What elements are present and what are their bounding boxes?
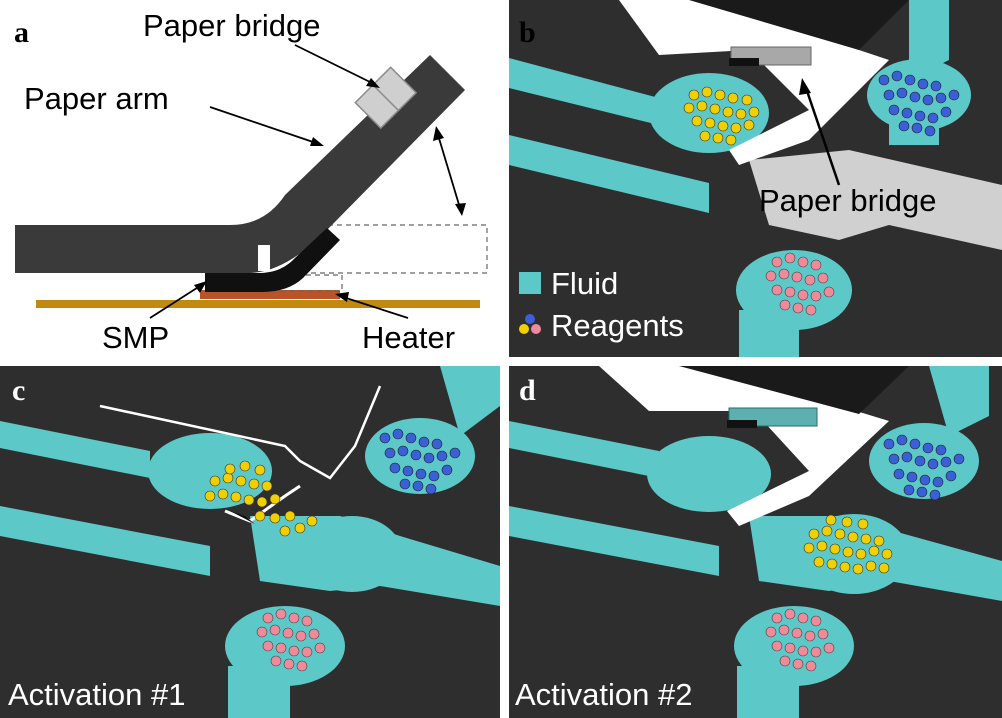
smp-alt-position [269,274,343,292]
panel-c-diagram [0,366,500,718]
leader-smp [149,285,201,319]
caption-activation-2: Activation #2 [515,677,693,712]
panel-a-diagram [15,44,488,319]
bridge-outline-c [99,385,382,480]
panel-a: a Paper bridge Paper arm SMP Heater [0,0,500,357]
reservoir-yellow-c [148,433,272,509]
reservoir-yellow [649,73,769,153]
panel-d-letter: d [519,374,536,407]
dots-yellow-c [204,460,318,537]
legend-reagent-yellow [519,324,529,334]
caption-activation-1: Activation #1 [8,677,186,712]
paper-arm-b [619,0,889,165]
heater-element [200,290,340,299]
dots-pink-c [256,608,326,672]
legend-reagent-pink [531,324,541,334]
fluid-channel-left-c [0,421,150,478]
label-paper-bridge-b: Paper bridge [759,183,937,218]
panel-b: b Paper bridge Fluid Reagents [509,0,1002,357]
label-smp: SMP [102,320,170,355]
fluid-channel-left [509,58,659,125]
label-heater: Heater [362,320,456,355]
reservoir-left-d [647,436,771,512]
paper-arm-d [599,366,889,526]
legend-reagent-blue [525,314,535,324]
legend-fluid-swatch [519,272,541,294]
motion-arrow [437,134,461,209]
panel-b-letter: b [519,16,536,49]
leader-bridge-b [804,87,841,186]
dots-blue-c [379,428,461,495]
dots-yellow-b [683,86,760,146]
paper-arm [15,55,465,273]
junction-area [749,150,1002,250]
panel-b-diagram [509,0,1002,357]
leader-arm [209,106,317,144]
panel-c: c Activation #1 [0,366,500,718]
label-paper-arm: Paper arm [24,81,169,116]
panel-a-letter: a [14,16,29,49]
legend-reagents-label: Reagents [551,308,684,343]
legend-fluid-label: Fluid [551,266,619,301]
dots-blue-d [883,434,965,501]
fluid-channel-left-d [509,421,659,478]
panel-c-letter: c [12,374,26,407]
panel-d-diagram [509,366,1002,718]
hinge-gap [258,245,270,271]
heater-base [36,300,480,308]
dots-pink-b [765,252,835,316]
dots-pink-d [765,608,835,672]
panel-d: d Activation #2 [509,366,1002,718]
leader-heater [342,296,409,319]
dots-yellow-d [803,514,893,575]
leader-bridge [294,44,373,84]
dots-blue-b [878,70,960,137]
smp-strip [205,228,340,292]
label-paper-bridge: Paper bridge [143,8,321,43]
